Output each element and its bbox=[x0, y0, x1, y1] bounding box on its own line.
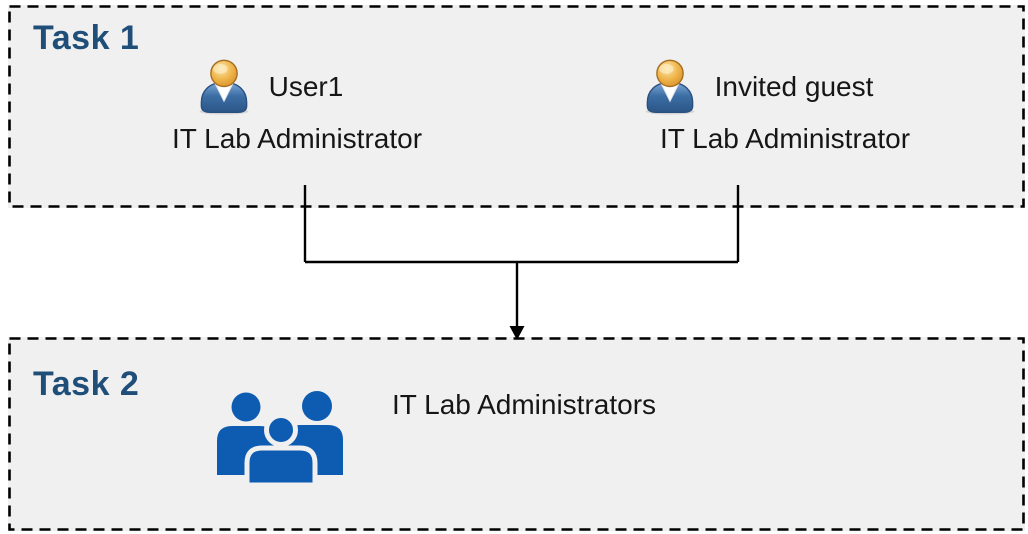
task1-label: Task 1 bbox=[33, 19, 140, 57]
user-row: Invited guest bbox=[567, 55, 947, 119]
task1-box: Task 1 bbox=[8, 5, 1025, 208]
user-group-invited-guest: Invited guest IT Lab Administrator bbox=[595, 55, 975, 155]
user-row: User1 bbox=[79, 55, 459, 119]
group-name: IT Lab Administrators bbox=[391, 389, 657, 420]
user-role: IT Lab Administrator bbox=[659, 123, 911, 154]
person-icon bbox=[199, 59, 249, 115]
task2-label: Task 2 bbox=[33, 365, 140, 403]
user-group-user1: User1 IT Lab Administrator bbox=[107, 55, 487, 155]
person-icon bbox=[645, 59, 695, 115]
user-name: Invited guest bbox=[714, 71, 874, 102]
user-name: User1 bbox=[268, 71, 344, 102]
task2-box: Task 2 bbox=[8, 337, 1025, 531]
user-role: IT Lab Administrator bbox=[171, 123, 423, 154]
people-group-icon bbox=[217, 391, 343, 485]
